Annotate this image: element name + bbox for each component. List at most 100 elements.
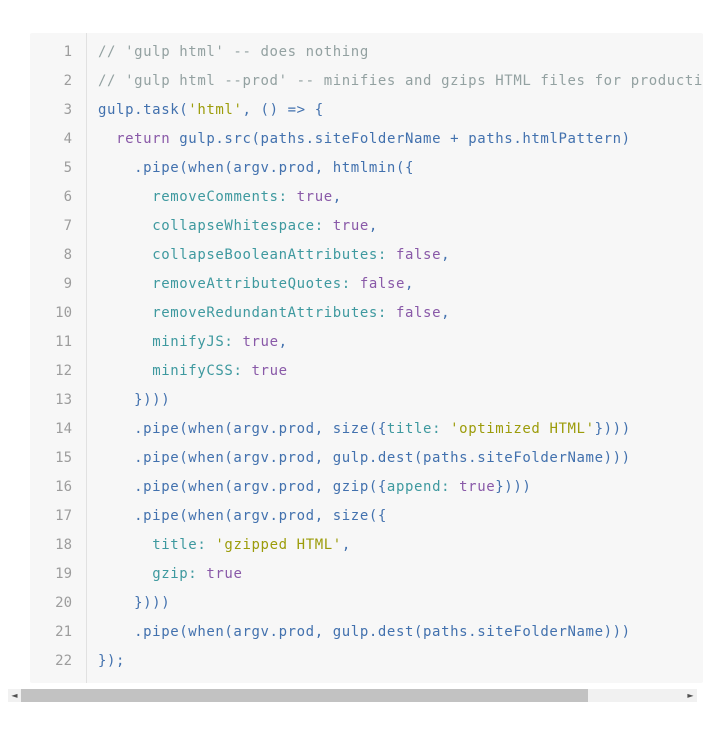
code-token-code-text [98, 566, 152, 582]
code-content: minifyCSS: true [86, 357, 703, 386]
code-content: .pipe(when(argv.prod, size({title: 'opti… [86, 415, 703, 444]
code-token-property-name: title: [386, 421, 442, 437]
code-line: 20 }))) [30, 589, 703, 618]
code-content: return gulp.src(paths.siteFolderName + p… [86, 125, 703, 154]
code-content: removeRedundantAttributes: false, [86, 299, 703, 328]
code-token-property-name: gzip: [152, 566, 198, 582]
code-token-code-text: }))) [495, 479, 532, 495]
code-token-code-text: , [441, 305, 451, 321]
code-token-property-name: collapseWhitespace: [152, 218, 324, 234]
code-token-code-text [324, 218, 333, 234]
code-token-keyword: true [459, 479, 496, 495]
code-token-property-name: removeRedundantAttributes: [152, 305, 387, 321]
code-token-code-text: , [341, 537, 351, 553]
code-token-code-text [98, 363, 152, 379]
code-content: }); [86, 647, 703, 676]
code-token-comment: // 'gulp html --prod' -- minifies and gz… [98, 73, 703, 89]
code-token-keyword: false [395, 247, 442, 263]
code-line: 15 .pipe(when(argv.prod, gulp.dest(paths… [30, 444, 703, 473]
code-token-code-text: }))) [98, 595, 171, 611]
code-token-comment: // 'gulp html' -- does nothing [98, 44, 369, 60]
code-line: 17 .pipe(when(argv.prod, size({ [30, 502, 703, 531]
line-number: 8 [63, 247, 72, 263]
code-token-code-text: , [278, 334, 288, 350]
code-line: 9 removeAttributeQuotes: false, [30, 270, 703, 299]
code-token-code-text: , [368, 218, 378, 234]
code-token-property-name: minifyCSS: [152, 363, 243, 379]
code-content: minifyJS: true, [86, 328, 703, 357]
code-token-property-name: removeComments: [152, 189, 288, 205]
code-block: 1 // 'gulp html' -- does nothing 2// 'gulp… [30, 33, 703, 683]
code-line: 1 // 'gulp html' -- does nothing [30, 38, 703, 67]
code-token-code-text [98, 247, 152, 263]
code-token-keyword: true [206, 566, 243, 582]
code-token-property-name: minifyJS: [152, 334, 234, 350]
code-content: .pipe(when(argv.prod, gzip({append: true… [86, 473, 703, 502]
code-token-code-text: gulp.task( [98, 102, 189, 118]
code-token-code-text: }); [98, 653, 126, 669]
scrollbar-left-arrow-icon[interactable]: ◄ [8, 689, 21, 702]
code-token-code-text: .pipe(when(argv.prod, gulp.dest(paths.si… [98, 450, 631, 466]
code-token-code-text: .pipe(when(argv.prod, htmlmin({ [98, 160, 415, 176]
line-number: 17 [55, 508, 72, 524]
line-number: 1 [63, 44, 72, 60]
code-line: 19 gzip: true [30, 560, 703, 589]
code-token-code-text [288, 189, 297, 205]
code-line: 16 .pipe(when(argv.prod, gzip({append: t… [30, 473, 703, 502]
code-content: removeComments: true, [86, 183, 703, 212]
code-line: 14 .pipe(when(argv.prod, size({title: 'o… [30, 415, 703, 444]
code-token-keyword: false [395, 305, 442, 321]
line-number: 16 [55, 479, 72, 495]
scrollbar-thumb[interactable] [21, 689, 588, 702]
code-token-code-text: , [441, 247, 451, 263]
line-number: 3 [63, 102, 72, 118]
code-content: title: 'gzipped HTML', [86, 531, 703, 560]
line-number: 12 [55, 363, 72, 379]
code-line: 11 minifyJS: true, [30, 328, 703, 357]
code-content: removeAttributeQuotes: false, [86, 270, 703, 299]
code-token-code-text: .pipe(when(argv.prod, gzip({ [98, 479, 387, 495]
code-token-keyword: true [332, 218, 369, 234]
code-line: 21 .pipe(when(argv.prod, gulp.dest(paths… [30, 618, 703, 647]
line-number: 15 [55, 450, 72, 466]
code-token-code-text [98, 189, 152, 205]
code-line: 13 }))) [30, 386, 703, 415]
code-token-keyword: true [296, 189, 333, 205]
code-token-keyword: false [359, 276, 406, 292]
code-line: 2// 'gulp html --prod' -- minifies and g… [30, 67, 703, 96]
gutter-divider [86, 33, 87, 683]
line-number: 6 [63, 189, 72, 205]
code-token-code-text [387, 305, 396, 321]
code-line: 4 return gulp.src(paths.siteFolderName +… [30, 125, 703, 154]
code-token-property-name: collapseBooleanAttributes: [152, 247, 387, 263]
code-line: 12 minifyCSS: true [30, 357, 703, 386]
code-token-code-text: , [405, 276, 415, 292]
code-line: 22}); [30, 647, 703, 676]
code-token-code-text [98, 334, 152, 350]
code-content: collapseWhitespace: true, [86, 212, 703, 241]
code-content: }))) [86, 386, 703, 415]
horizontal-scrollbar[interactable]: ◄ ► [8, 689, 697, 702]
line-number: 11 [55, 334, 72, 350]
code-token-code-text [98, 218, 152, 234]
scrollbar-right-arrow-icon[interactable]: ► [684, 689, 697, 702]
line-number: 13 [55, 392, 72, 408]
code-token-code-text: , () => { [242, 102, 324, 118]
line-number: 14 [55, 421, 72, 437]
line-number: 22 [55, 653, 72, 669]
code-content: .pipe(when(argv.prod, htmlmin({ [86, 154, 703, 183]
code-token-code-text [98, 537, 152, 553]
code-token-keyword: return [116, 131, 171, 147]
code-content: gzip: true [86, 560, 703, 589]
code-token-string: 'html' [188, 102, 243, 118]
code-content: // 'gulp html' -- does nothing [86, 38, 703, 67]
code-content: // 'gulp html --prod' -- minifies and gz… [86, 67, 703, 96]
code-line: 5 .pipe(when(argv.prod, htmlmin({ [30, 154, 703, 183]
code-token-code-text: gulp.src(paths.siteFolderName + paths.ht… [170, 131, 631, 147]
line-number: 9 [63, 276, 72, 292]
code-token-property-name: title: [152, 537, 207, 553]
code-line: 8 collapseBooleanAttributes: false, [30, 241, 703, 270]
code-lines: 1 // 'gulp html' -- does nothing 2// 'gulp… [30, 33, 703, 682]
code-token-code-text [387, 247, 396, 263]
scrollbar-track[interactable] [21, 689, 684, 702]
